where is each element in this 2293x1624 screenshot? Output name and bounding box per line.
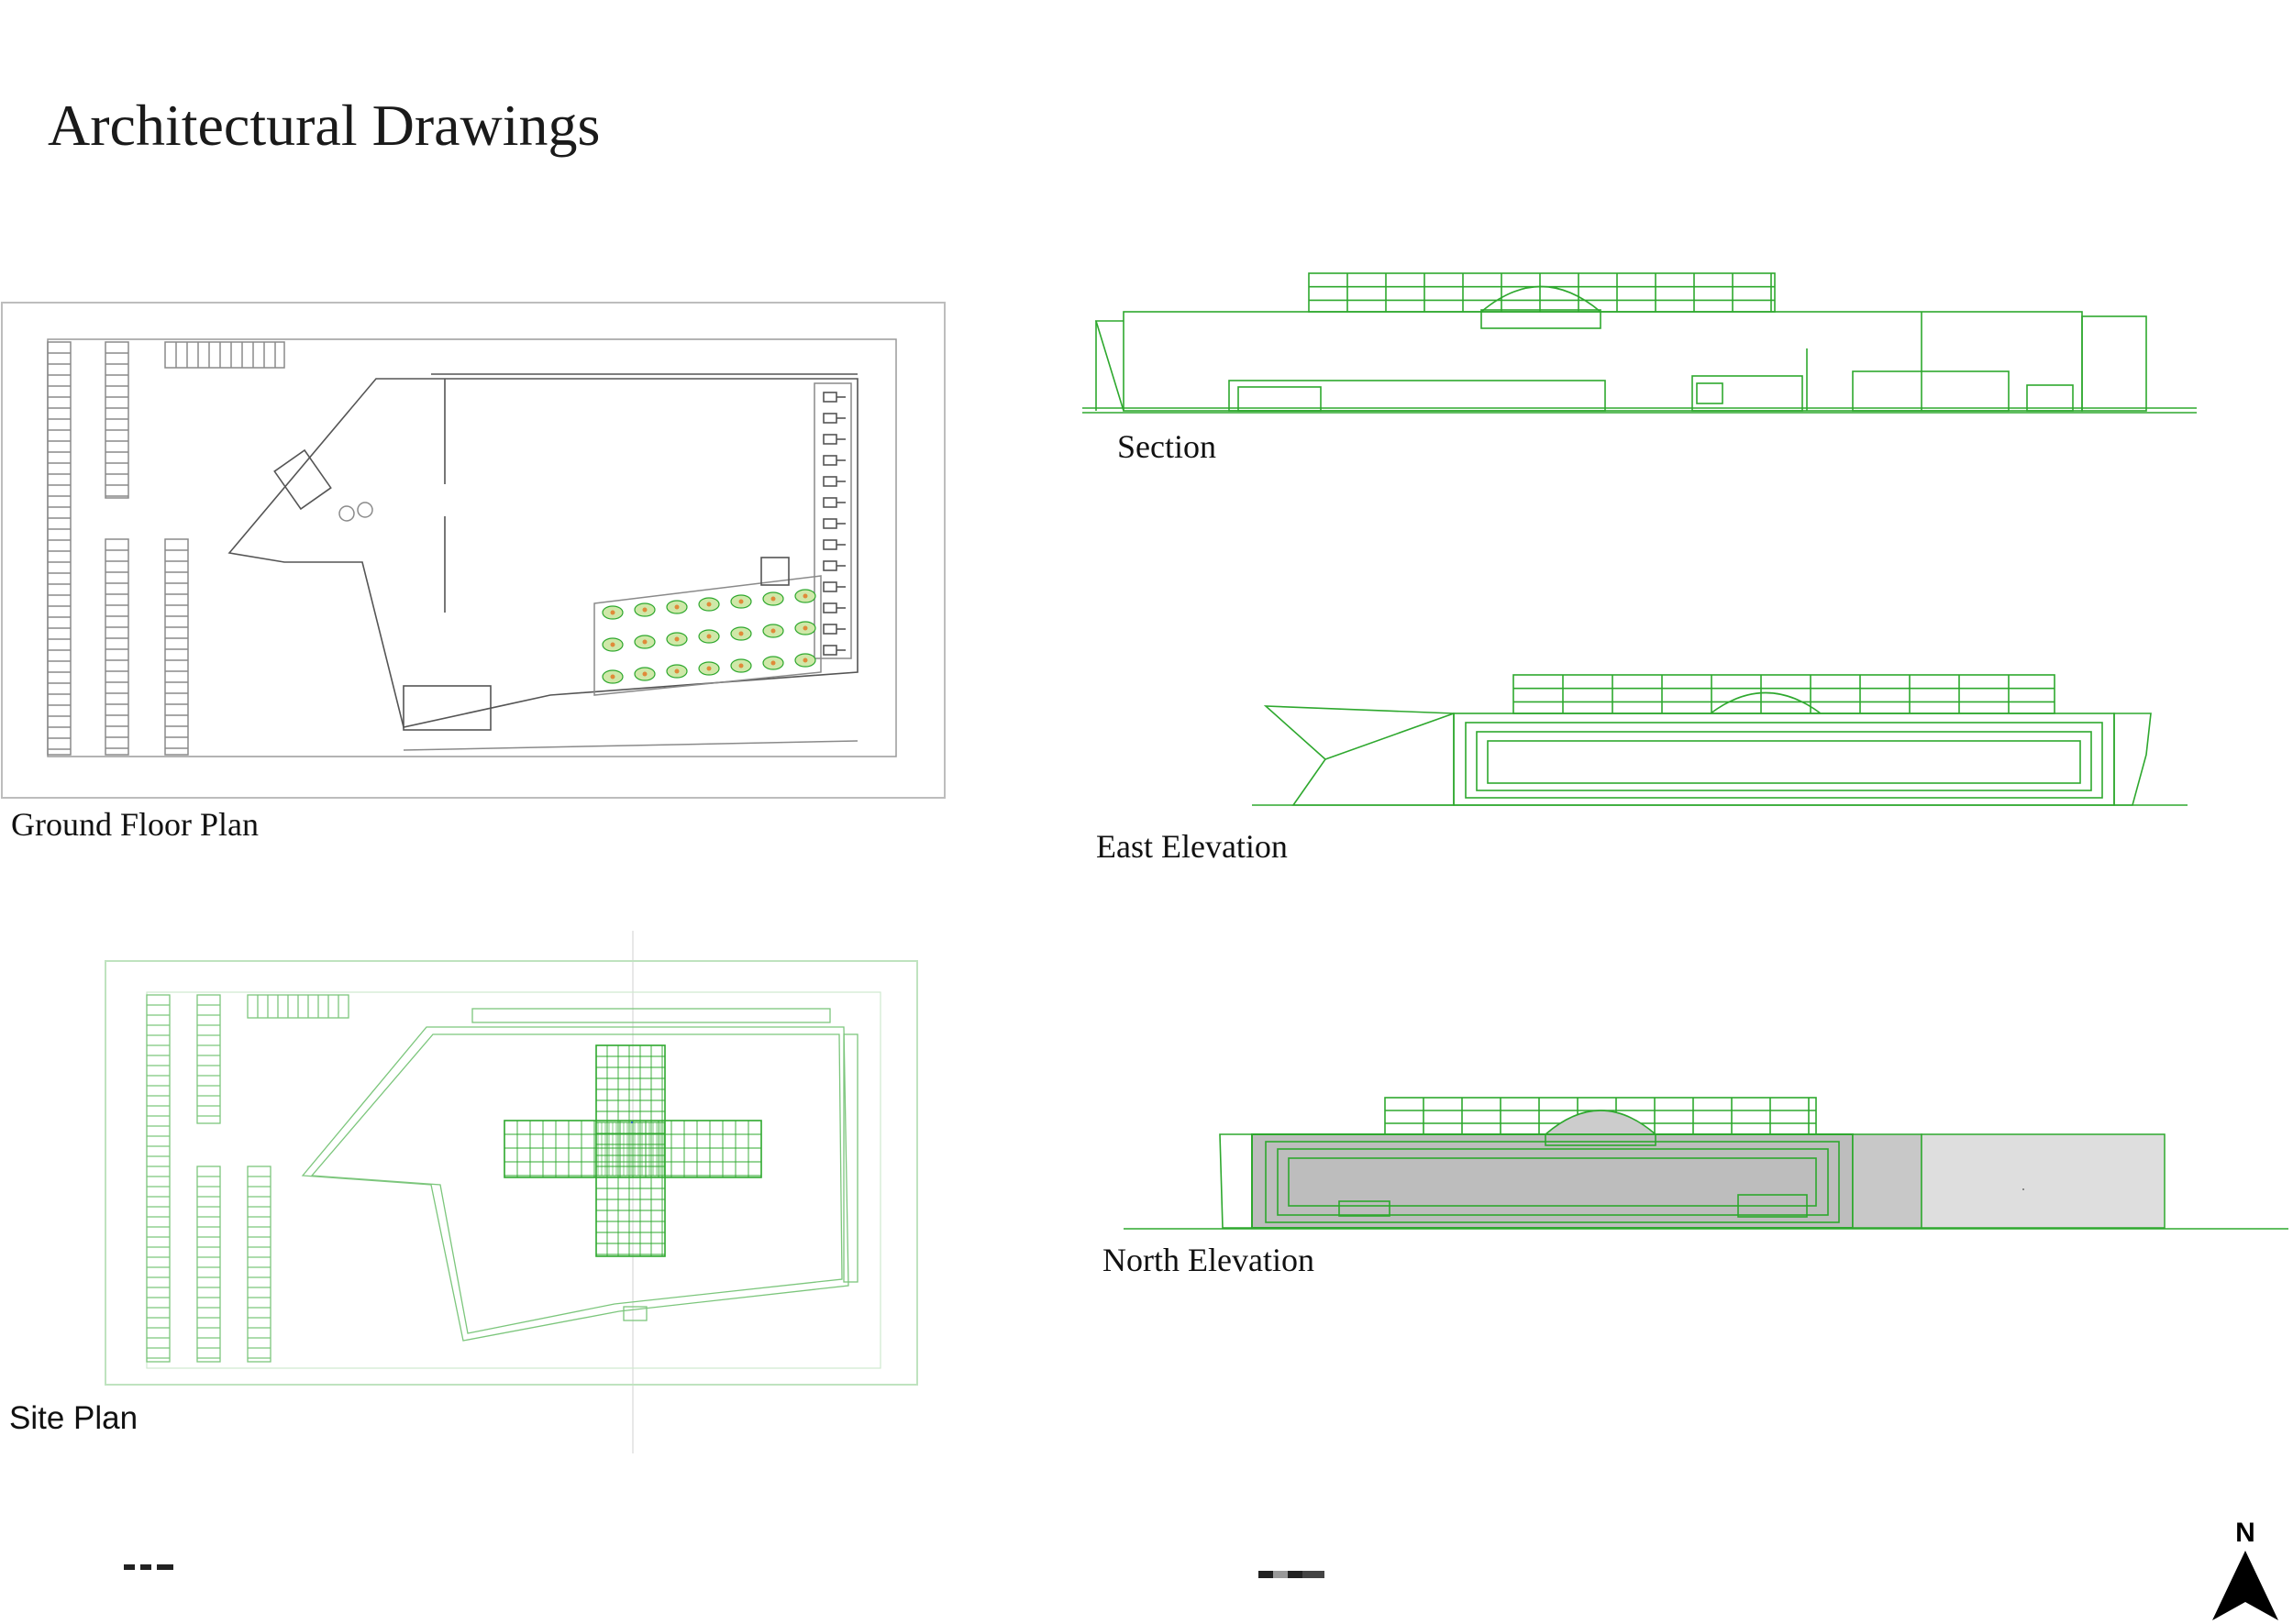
scale-bar-icon: [124, 1564, 173, 1570]
section-label: Section: [1117, 428, 1216, 465]
site-plan-label: Site Plan: [9, 1400, 138, 1436]
north-elevation-drawing: [1124, 1097, 2288, 1230]
scale-bar-icon: [1258, 1571, 1324, 1578]
page-title: Architectural Drawings: [48, 93, 601, 158]
north-arrow: N: [2209, 1518, 2282, 1620]
north-elevation-label: North Elevation: [1102, 1242, 1314, 1278]
ground-floor-plan-label: Ground Floor Plan: [11, 806, 259, 843]
ground-floor-plan-drawing: [1, 302, 946, 799]
site-plan-drawing: [105, 931, 918, 1453]
east-elevation-label: East Elevation: [1096, 828, 1288, 865]
north-arrow-icon: [2212, 1551, 2278, 1620]
north-letter: N: [2235, 1518, 2255, 1548]
section-drawing: [1082, 272, 2197, 414]
east-elevation-drawing: [1252, 674, 2188, 806]
